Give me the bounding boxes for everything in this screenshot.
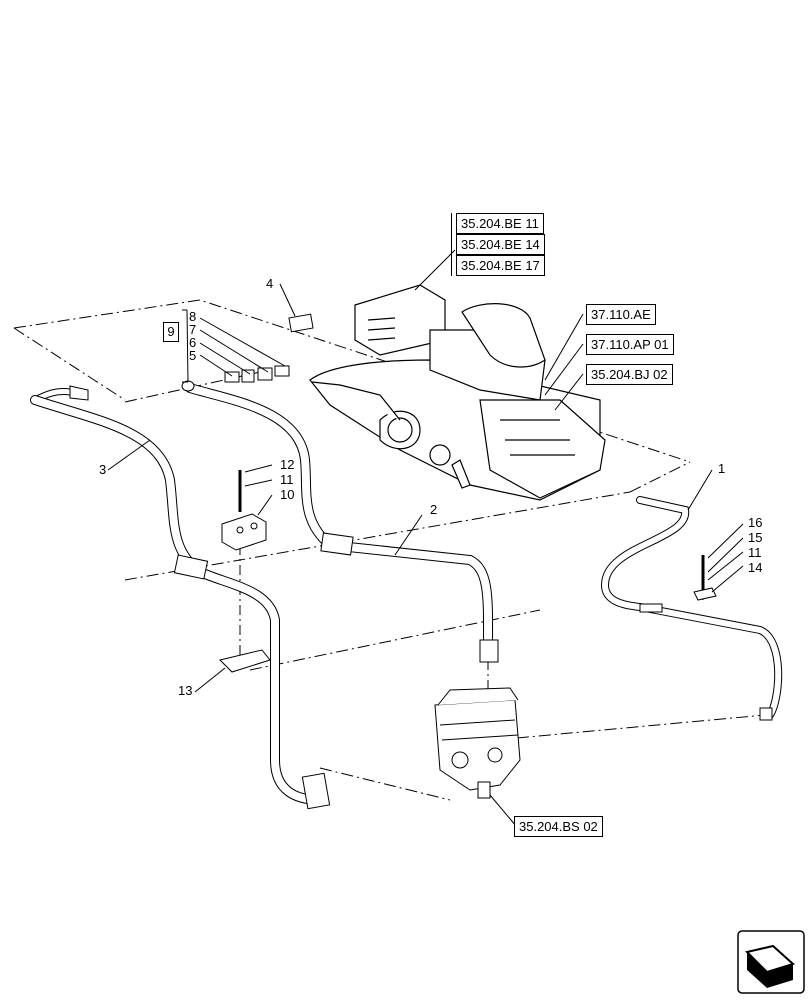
callout-4: 4 (266, 276, 274, 291)
callout-13: 13 (178, 683, 193, 698)
clamp-10 (221, 470, 267, 551)
hose-2 (181, 380, 499, 663)
callout-5: 5 (189, 348, 197, 363)
callout-14: 14 (748, 560, 763, 575)
hose-1 (600, 496, 783, 721)
lower-valve (434, 687, 521, 799)
ref-box-be11[interactable]: 35.204.BE 11 (456, 213, 544, 234)
callout-15: 15 (748, 530, 763, 545)
callout-8: 8 (189, 309, 197, 324)
ref-box-be14[interactable]: 35.204.BE 14 (456, 234, 545, 255)
valve-assembly (309, 284, 606, 501)
callout-3: 3 (99, 462, 107, 477)
callout-11a: 11 (280, 472, 294, 487)
callout-1: 1 (718, 461, 726, 476)
callout-11b: 11 (748, 545, 762, 560)
ref-box-bj02[interactable]: 35.204.BJ 02 (586, 364, 673, 385)
bolt-16 (693, 555, 717, 601)
bracket-13 (219, 649, 271, 673)
callout-10: 10 (280, 487, 295, 502)
ref-group-bracket (451, 213, 452, 276)
ref-box-ae[interactable]: 37.110.AE (586, 304, 656, 325)
ref-box-bs02[interactable]: 35.204.BS 02 (514, 816, 603, 837)
leader-lines (107, 249, 744, 827)
callout-7: 7 (189, 322, 197, 337)
callout-16: 16 (748, 515, 763, 530)
callout-9-kit: 9 (163, 322, 179, 342)
fittings-4-to-8 (224, 313, 314, 383)
callout-6: 6 (189, 335, 197, 350)
ref-box-be17[interactable]: 35.204.BE 17 (456, 255, 545, 276)
callout-2: 2 (430, 502, 438, 517)
hose-3 (30, 385, 331, 810)
callout-12: 12 (280, 457, 295, 472)
ref-box-ap01[interactable]: 37.110.AP 01 (586, 334, 674, 355)
next-page-arrow-icon[interactable] (737, 930, 805, 994)
